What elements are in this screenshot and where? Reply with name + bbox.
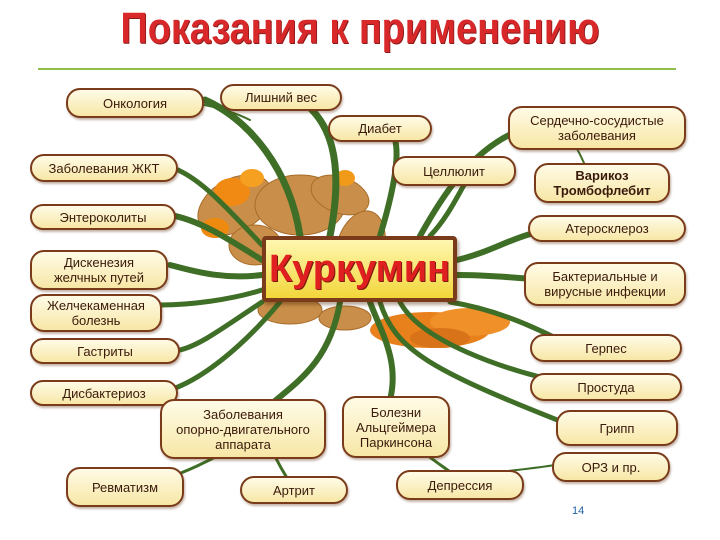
node-atherosclerosis: Атеросклероз [528,215,686,242]
node-arthritis: Артрит [240,476,348,504]
node-depression: Депрессия [396,470,524,500]
node-alzheimer: Болезни Альцгеймера Паркинсона [342,396,450,458]
page-title: Показания к применению [120,4,600,53]
node-cellulite: Целлюлит [392,156,516,186]
node-excess-weight: Лишний вес [220,84,342,111]
center-node: Куркумин [262,236,457,302]
node-varicose: Варикоз Тромбофлебит [534,163,670,203]
center-label: Куркумин [268,247,451,290]
node-gastritis: Гастриты [30,338,180,364]
node-infections: Бактериальные и вирусные инфекции [524,262,686,306]
node-musculoskeletal: Заболевания опорно-двигательного аппарат… [160,399,326,459]
node-flu: Грипп [556,410,678,446]
node-ari: ОРЗ и пр. [552,452,670,482]
page-number: 14 [572,505,585,517]
node-herpes: Герпес [530,334,682,362]
node-cold: Простуда [530,373,682,401]
node-oncology: Онкология [66,88,204,118]
node-dyskinesia: Дискенезия желчных путей [30,250,168,290]
node-gi: Заболевания ЖКТ [30,154,178,182]
node-rheumatism: Ревматизм [66,467,184,507]
node-enterocolitis: Энтероколиты [30,204,176,230]
node-dysbacteriosis: Дисбактериоз [30,380,178,406]
node-diabetes: Диабет [328,115,432,142]
node-cardio: Сердечно-сосудистые заболевания [508,106,686,150]
title-divider [38,68,676,70]
node-gallstone: Желчекаменная болезнь [30,294,162,332]
